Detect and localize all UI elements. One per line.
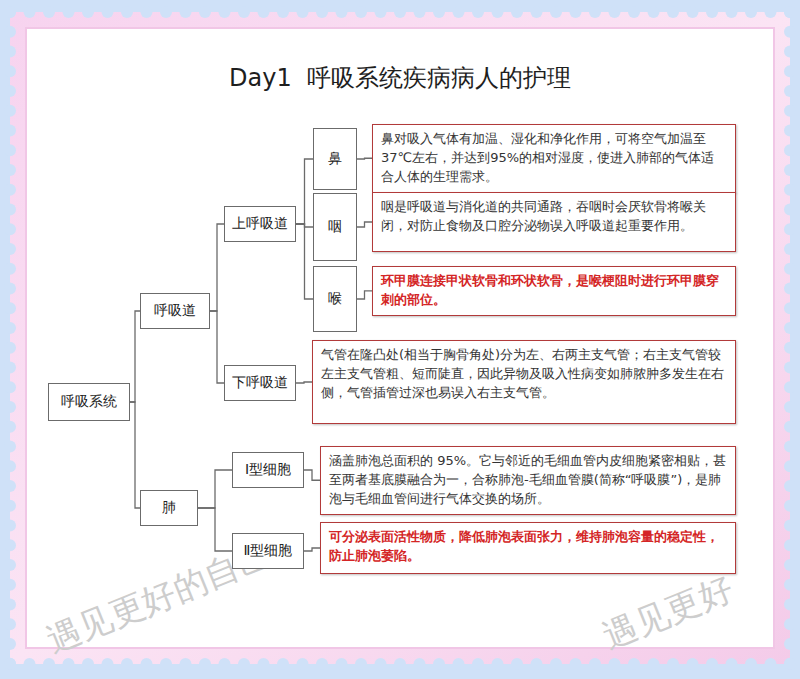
topic-box: 呼吸系统 (48, 383, 130, 421)
description-text: 可分泌表面活性物质，降低肺泡表面张力，维持肺泡容量的稳定性，防止肺泡萎陷。 (329, 528, 727, 566)
topic-box: 肺 (140, 490, 198, 526)
topic-label: Ⅱ型细胞 (244, 542, 293, 560)
watermark: 遇见更好 (596, 566, 739, 660)
topic-label: 咽 (328, 218, 342, 236)
topic-label: 呼吸系统 (61, 393, 117, 411)
tree-connector (130, 402, 140, 508)
topic-box: 呼吸道 (140, 293, 210, 329)
stamp-paper (10, 12, 790, 664)
tree-connector (357, 291, 372, 299)
topic-box: 鼻 (313, 128, 357, 190)
tree-connector (210, 224, 224, 311)
description-text: 咽是呼吸道与消化道的共同通路，吞咽时会厌软骨将喉关闭，对防止食物及口腔分泌物误入… (381, 198, 727, 236)
tree-connector (130, 311, 140, 402)
description-text: 环甲膜连接甲状软骨和环状软骨，是喉梗阻时进行环甲膜穿刺的部位。 (381, 272, 727, 310)
topic-box: 下呼吸道 (224, 365, 296, 401)
topic-label: 鼻 (328, 150, 342, 168)
description-box: 咽是呼吸道与消化道的共同通路，吞咽时会厌软骨将喉关闭，对防止食物及口腔分泌物误入… (372, 192, 736, 252)
tree-connector (304, 548, 320, 551)
tree-connector (296, 382, 312, 383)
topic-box: 上呼吸道 (224, 206, 296, 242)
topic-label: 呼吸道 (154, 302, 196, 320)
tree-connector (210, 311, 224, 383)
description-text: 气管在隆凸处(相当于胸骨角处)分为左、右两主支气管；右主支气管较左主支气管粗、短… (321, 346, 727, 403)
topic-label: 肺 (162, 499, 176, 517)
topic-label: Ⅰ型细胞 (245, 461, 291, 479)
topic-label: 上呼吸道 (232, 215, 288, 233)
stamp-inner (26, 28, 774, 648)
description-box: 鼻对吸入气体有加温、湿化和净化作用，可将空气加温至37℃左右，并达到95%的相对… (372, 124, 736, 193)
tree-connector (198, 470, 232, 508)
tree-connector (296, 224, 313, 299)
diagram-title: Day1 呼吸系统疾病病人的护理 (0, 62, 800, 94)
tree-connector (296, 159, 313, 224)
tree-connector (304, 470, 320, 480)
description-box: 可分泌表面活性物质，降低肺泡表面张力，维持肺泡容量的稳定性，防止肺泡萎陷。 (320, 522, 736, 574)
description-text: 鼻对吸入气体有加温、湿化和净化作用，可将空气加温至37℃左右，并达到95%的相对… (381, 130, 727, 187)
description-box: 涵盖肺泡总面积的 95%。它与邻近的毛细血管内皮细胞紧密相贴，甚至两者基底膜融合… (320, 446, 736, 515)
topic-box: 咽 (313, 193, 357, 261)
topic-box: 喉 (313, 266, 357, 332)
stamp-perforation (4, 6, 796, 670)
tree-connector (357, 222, 372, 227)
topic-label: 下呼吸道 (232, 374, 288, 392)
tree-connector (357, 158, 372, 160)
topic-box: Ⅱ型细胞 (232, 533, 304, 569)
description-box: 环甲膜连接甲状软骨和环状软骨，是喉梗阻时进行环甲膜穿刺的部位。 (372, 266, 736, 316)
topic-box: Ⅰ型细胞 (232, 452, 304, 488)
description-box: 气管在隆凸处(相当于胸骨角处)分为左、右两主支气管；右主支气管较左主支气管粗、短… (312, 340, 736, 424)
topic-label: 喉 (328, 290, 342, 308)
description-text: 涵盖肺泡总面积的 95%。它与邻近的毛细血管内皮细胞紧密相贴，甚至两者基底膜融合… (329, 452, 727, 509)
